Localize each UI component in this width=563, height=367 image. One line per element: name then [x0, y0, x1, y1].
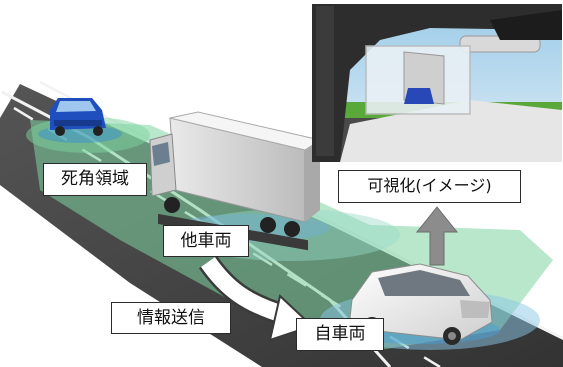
driver-view-inset: [312, 4, 562, 162]
visualization-label: 可視化(イメージ): [338, 170, 521, 203]
blind-spot-label: 死角領域: [43, 163, 147, 196]
blue-car: [38, 98, 122, 143]
visualization-arrow: [415, 206, 459, 266]
own-vehicle-label: 自車両: [296, 318, 384, 351]
info-transmission-label: 情報送信: [111, 302, 231, 334]
other-vehicle-label: 他車両: [163, 225, 249, 257]
